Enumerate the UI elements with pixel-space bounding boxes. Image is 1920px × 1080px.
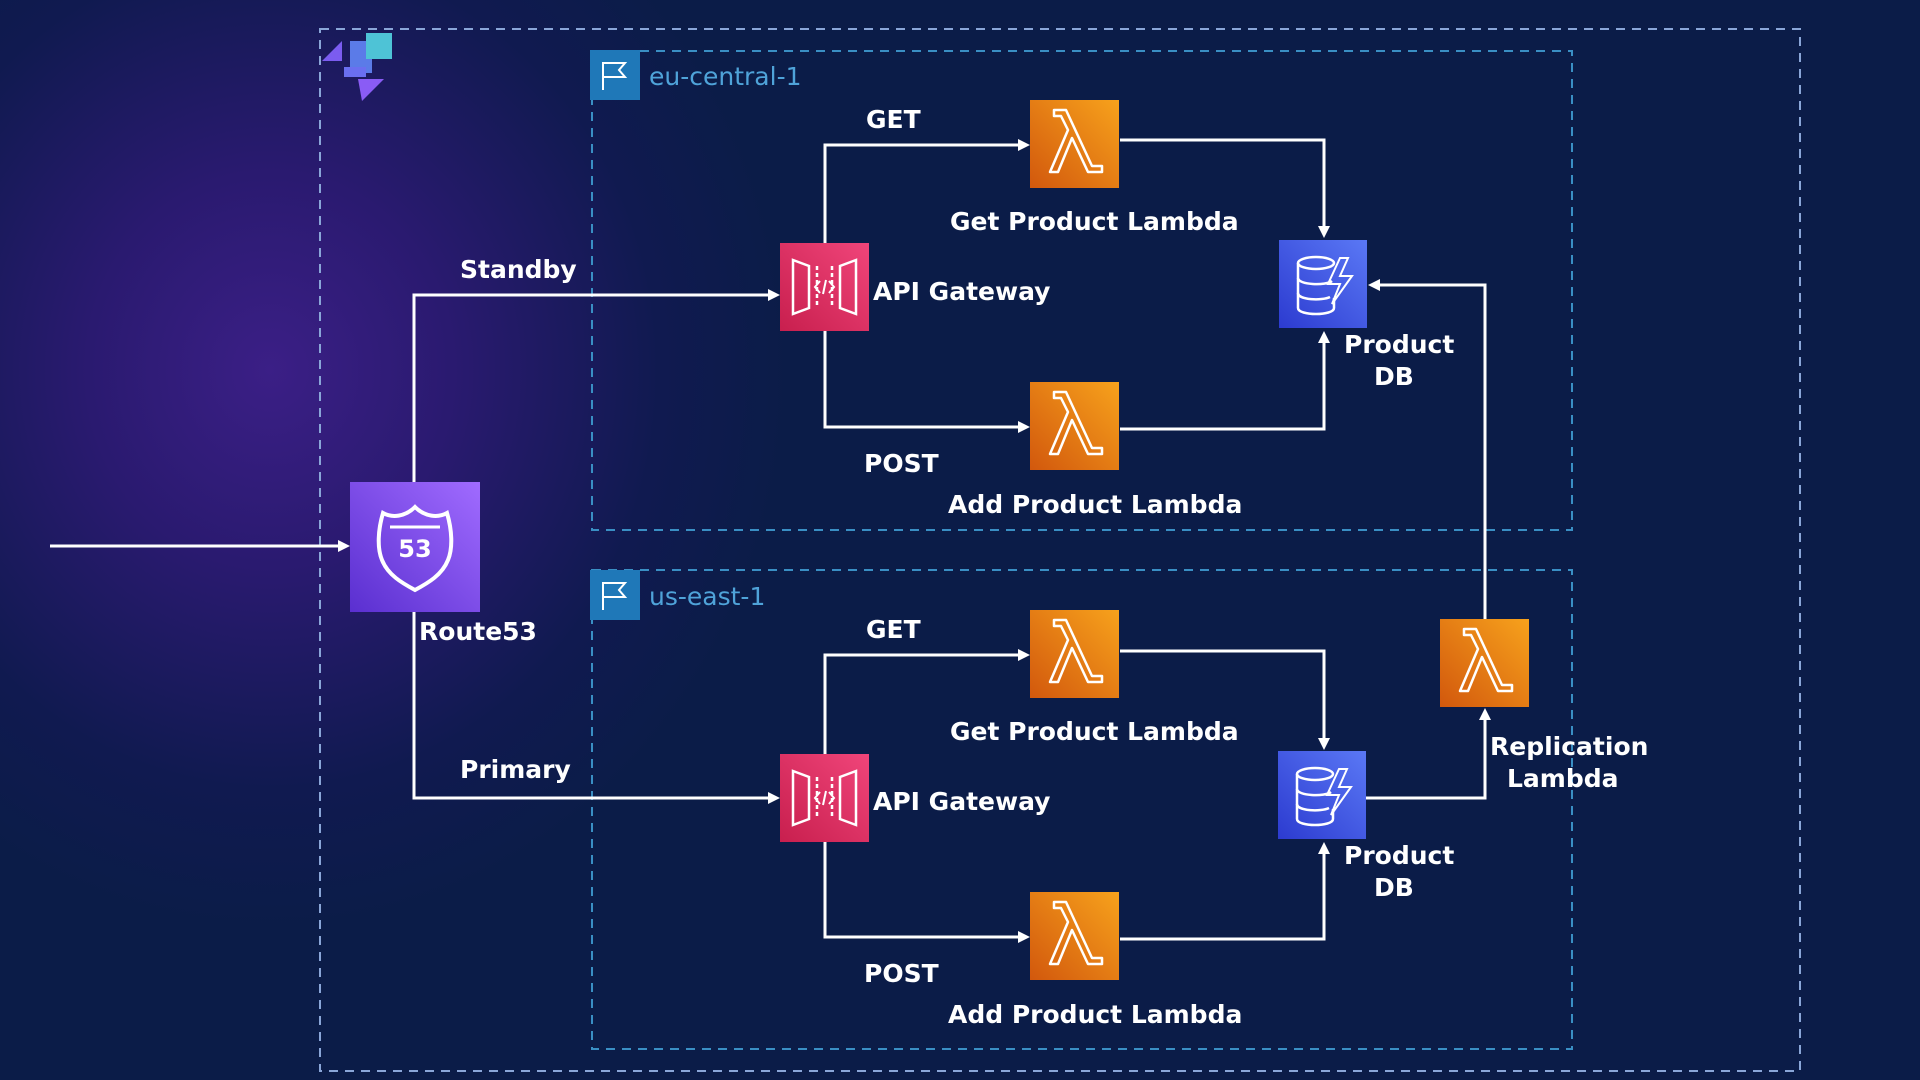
eu-api-gateway-label: API Gateway <box>873 277 1050 306</box>
region-us-east-1 <box>591 569 1573 1050</box>
eu-db-label-line1: Product <box>1344 330 1454 359</box>
us-api-gateway-node[interactable] <box>780 754 869 842</box>
us-product-db-node[interactable] <box>1278 751 1366 839</box>
eu-api-gateway-node[interactable] <box>780 243 869 331</box>
us-db-label-line2: DB <box>1374 873 1414 902</box>
eu-product-db-node[interactable] <box>1279 240 1367 328</box>
route53-shield-icon: 53 <box>376 504 454 593</box>
eu-add-lambda-node[interactable] <box>1030 382 1119 470</box>
lambda-icon <box>1048 108 1104 174</box>
dynamodb-icon <box>1295 766 1353 827</box>
route53-label: Route53 <box>419 617 537 646</box>
replication-lambda-node[interactable] <box>1440 619 1529 707</box>
dynamodb-icon <box>1296 255 1354 316</box>
eu-get-label: GET <box>866 105 921 134</box>
connectors <box>50 138 1491 943</box>
flag-icon <box>590 570 640 620</box>
region-eu-central-1 <box>591 50 1573 531</box>
eu-add-lambda-label: Add Product Lambda <box>948 490 1242 519</box>
region-label-eu: eu-central-1 <box>649 62 802 91</box>
us-add-lambda-label: Add Product Lambda <box>948 1000 1242 1029</box>
primary-label: Primary <box>460 755 571 784</box>
flag-icon <box>590 50 640 100</box>
eu-get-lambda-label: Get Product Lambda <box>950 207 1239 236</box>
eu-post-label: POST <box>864 449 939 478</box>
stacked-squares-logo-icon <box>322 33 392 101</box>
us-add-lambda-node[interactable] <box>1030 892 1119 980</box>
us-api-gateway-label: API Gateway <box>873 787 1050 816</box>
lambda-icon <box>1048 900 1104 966</box>
eu-db-label-line2: DB <box>1374 362 1414 391</box>
standby-label: Standby <box>460 255 577 284</box>
route53-node[interactable]: 53 <box>350 482 480 612</box>
us-post-label: POST <box>864 959 939 988</box>
replication-label-line2: Lambda <box>1507 764 1619 793</box>
lambda-icon <box>1458 627 1514 693</box>
us-get-lambda-node[interactable] <box>1030 610 1119 698</box>
us-get-label: GET <box>866 615 921 644</box>
lambda-icon <box>1048 618 1104 684</box>
us-db-label-line1: Product <box>1344 841 1454 870</box>
region-label-us: us-east-1 <box>649 582 765 611</box>
us-get-lambda-label: Get Product Lambda <box>950 717 1239 746</box>
api-gateway-icon <box>791 769 858 827</box>
svg-text:53: 53 <box>398 535 431 563</box>
lambda-icon <box>1048 390 1104 456</box>
eu-get-lambda-node[interactable] <box>1030 100 1119 188</box>
outer-boundary <box>319 28 1801 1072</box>
replication-label-line1: Replication <box>1490 732 1648 761</box>
api-gateway-icon <box>791 258 858 316</box>
